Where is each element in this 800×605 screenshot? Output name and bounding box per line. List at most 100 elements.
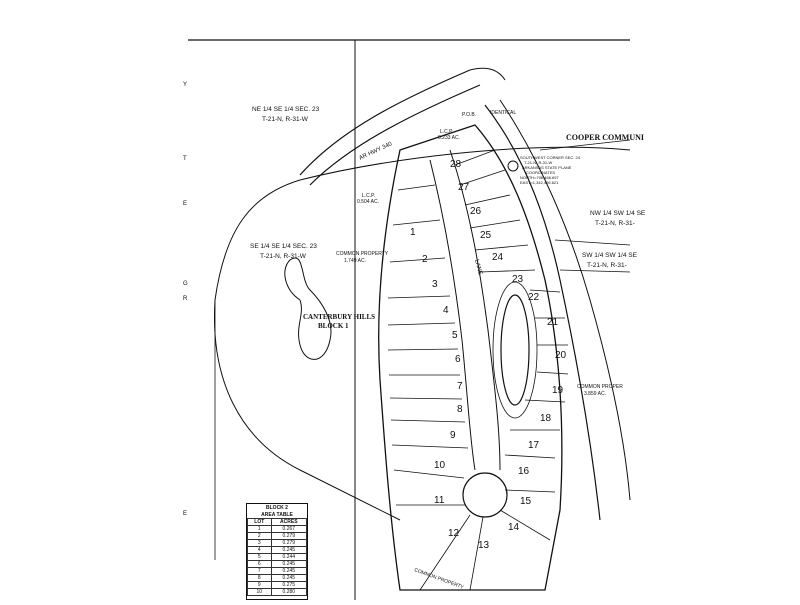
header-lot: LOT xyxy=(247,518,272,526)
sec-nw-twp: T-21-N, R-31- xyxy=(595,220,635,227)
lot-cell: 9 xyxy=(247,581,272,589)
corner-east: EAST=1,342,406.621 xyxy=(520,180,559,185)
sec-sw-label: SW 1/4 SW 1/4 SE xyxy=(582,252,638,259)
cooper-line xyxy=(539,139,631,151)
canterbury-label: CANTERBURY HILLS xyxy=(303,313,375,321)
lot-numbers: 1 2 3 4 5 6 7 8 9 10 11 12 13 14 15 16 1… xyxy=(410,159,567,551)
corner-north: NORTH=706,466.697 xyxy=(520,175,560,180)
lot-cell: 8 xyxy=(247,574,272,582)
sec-sw-twp: T-21-N, R-31- xyxy=(587,262,627,269)
loop-island xyxy=(500,294,530,406)
acres-cell: 0.280 xyxy=(270,588,307,596)
lot-cell: 2 xyxy=(247,532,272,540)
lot-number: 18 xyxy=(540,413,552,424)
area-table-subtitle: AREA TABLE xyxy=(261,512,293,518)
lot-dividers-west xyxy=(387,184,484,591)
lcp-top-ac: 0.233 AC. xyxy=(438,135,460,141)
identical-label: IDENTICAL xyxy=(490,110,516,116)
lot-number: 13 xyxy=(478,540,490,551)
left-margin-marks: Y T E G R E xyxy=(183,82,188,517)
lot-number: 8 xyxy=(457,404,463,415)
highway-end xyxy=(469,67,506,81)
lot-number: 4 xyxy=(443,305,449,316)
highway-edge-1 xyxy=(299,69,471,176)
lot-number: 23 xyxy=(512,274,524,285)
east-road-1 xyxy=(484,104,601,521)
lot-cell: 6 xyxy=(247,560,272,568)
lot-number: 24 xyxy=(492,252,504,263)
margin-mark: E xyxy=(183,201,187,207)
lot-number: 19 xyxy=(552,385,564,396)
corner-coord: COORDINATES xyxy=(526,170,555,175)
lot-number: 7 xyxy=(457,381,463,392)
corner-twp: T-21-N, R-31-W xyxy=(524,160,552,165)
lane-label: LANE xyxy=(473,259,483,276)
lot-number: 3 xyxy=(432,279,438,290)
margin-mark: T xyxy=(183,156,187,162)
lot-number: 28 xyxy=(450,159,462,170)
lcp-mid-ac: 0.504 AC. xyxy=(357,199,379,205)
acres-cell: 0.245 xyxy=(270,560,307,568)
lot-cell: 4 xyxy=(247,546,272,554)
sec-ne-twp: T-21-N, R-31-W xyxy=(262,116,309,123)
sec-line-sw xyxy=(559,269,631,273)
cul-de-sac xyxy=(462,472,508,518)
sec-line-nw xyxy=(554,239,631,246)
corner-monument-icon xyxy=(507,160,519,172)
common-left-ac: 1.749 AC. xyxy=(344,258,366,264)
lot-number: 14 xyxy=(508,522,520,533)
lot-dividers-east xyxy=(454,149,569,541)
canterbury-outline xyxy=(284,257,332,360)
table-header-row: LOT ACRES xyxy=(247,518,307,526)
corner-title: SOUTHWEST CORNER SEC. 24 xyxy=(520,155,581,160)
lot-number: 1 xyxy=(410,227,416,238)
loop-road xyxy=(492,281,538,419)
lot-number: 22 xyxy=(528,292,540,303)
margin-mark: Y xyxy=(183,82,187,88)
lot-cell: 7 xyxy=(247,567,272,575)
lot-number: 17 xyxy=(528,440,540,451)
lot-number: 5 xyxy=(452,330,458,341)
canterbury-block: BLOCK 1 xyxy=(318,322,349,330)
lot-cell: 3 xyxy=(247,539,272,547)
lot-number: 15 xyxy=(520,496,532,507)
sec-se-label: SE 1/4 SE 1/4 SEC. 23 xyxy=(250,243,317,250)
lot-number: 9 xyxy=(450,430,456,441)
common-left-label: COMMON PROPERTY xyxy=(336,251,389,257)
margin-mark: E xyxy=(183,511,187,517)
lot-number: 2 xyxy=(422,254,428,265)
acres-cell: 0.244 xyxy=(270,553,307,561)
sec-nw-label: NW 1/4 SW 1/4 SE xyxy=(590,210,646,217)
acres-cell: 0.245 xyxy=(270,567,307,575)
sec-se-twp: T-21-N, R-31-W xyxy=(260,253,307,260)
acres-cell: 0.245 xyxy=(270,574,307,582)
boundary-arc xyxy=(213,146,631,521)
lot-number: 11 xyxy=(434,495,445,506)
common-right-label: COMMON PROPER xyxy=(577,384,623,390)
lcp-top-label: L.C.P. xyxy=(440,129,453,135)
header-acres: ACRES xyxy=(270,518,307,526)
lot-cell: 10 xyxy=(247,588,272,596)
street-east-edge xyxy=(449,149,501,471)
area-table-title: BLOCK 2 xyxy=(266,505,288,511)
lot-number: 10 xyxy=(434,460,446,471)
acres-cell: 0.245 xyxy=(270,546,307,554)
lcp-mid-label: L.C.P. xyxy=(362,193,375,199)
margin-mark: G xyxy=(183,281,188,287)
east-road-2 xyxy=(499,99,631,501)
lot-number: 25 xyxy=(480,230,492,241)
subdivision-boundary xyxy=(378,124,563,591)
lot-number: 6 xyxy=(455,354,461,365)
